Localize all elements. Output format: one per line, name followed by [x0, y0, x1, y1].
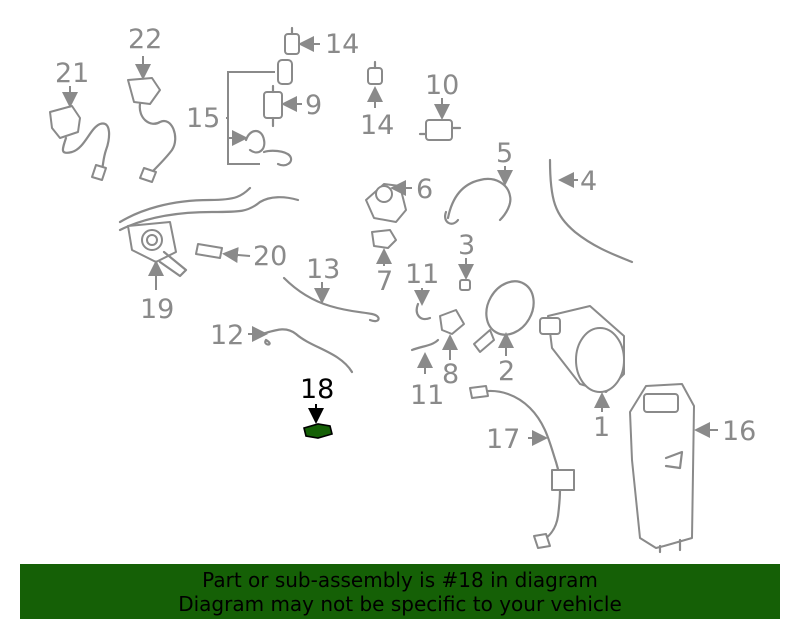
- callout-8: 8: [442, 359, 459, 390]
- part-2-gasket: [473, 280, 535, 356]
- callout-16: 16: [722, 416, 756, 447]
- callout-22: 22: [128, 24, 162, 55]
- callout-10: 10: [425, 70, 459, 101]
- part-12-tube: [248, 326, 354, 374]
- callout-14-lower: 14: [360, 110, 394, 141]
- part-13-hose: [282, 276, 380, 323]
- callout-7: 7: [376, 266, 393, 297]
- callout-19: 19: [140, 294, 174, 325]
- part-16-reservoir: [629, 383, 718, 554]
- callout-11-lower: 11: [410, 380, 444, 411]
- callout-4: 4: [580, 166, 597, 197]
- callout-labels: 22 21 14 14 15 9 10 5 4 6 3 20 7 13 11 1…: [55, 24, 756, 455]
- part-14-connector-lower: [367, 60, 383, 108]
- part-10-solenoid: [418, 98, 462, 141]
- part-18-highlighted[interactable]: [303, 404, 333, 439]
- part-9-valve: [263, 84, 302, 128]
- part-22-oxygen-sensor: [127, 56, 177, 183]
- callout-6: 6: [416, 174, 433, 205]
- part-14-connector-upper: [284, 26, 320, 55]
- part-20-sensor: [195, 243, 251, 263]
- callout-21: 21: [55, 58, 89, 89]
- part-19-pipe-assembly: [118, 186, 300, 290]
- callout-18-highlighted: 18: [300, 374, 334, 405]
- info-banner: Part or sub-assembly is #18 in diagram D…: [20, 564, 780, 619]
- callout-14-upper: 14: [325, 29, 359, 60]
- part-5-hose: [444, 166, 513, 225]
- callout-15: 15: [186, 103, 220, 134]
- part-21-oxygen-sensor: [49, 86, 111, 181]
- callout-2: 2: [498, 356, 515, 387]
- callout-13: 13: [306, 254, 340, 285]
- callout-9: 9: [305, 90, 322, 121]
- part-7-gasket: [371, 229, 397, 266]
- part-11-hose-lower: [410, 338, 440, 374]
- part-4-tube: [548, 158, 634, 264]
- part-11-hose-upper: [414, 288, 432, 321]
- callout-5: 5: [496, 138, 513, 169]
- callout-1: 1: [593, 412, 610, 443]
- banner-line-1: Part or sub-assembly is #18 in diagram: [202, 568, 598, 592]
- part-3-clamp: [458, 258, 474, 291]
- banner-line-2: Diagram may not be specific to your vehi…: [178, 592, 622, 616]
- callout-20: 20: [253, 241, 287, 272]
- callout-17: 17: [486, 424, 520, 455]
- part-6-valve: [365, 180, 412, 223]
- callout-12: 12: [210, 320, 244, 351]
- part-17-sensor-harness: [469, 385, 575, 549]
- callout-11-upper: 11: [405, 259, 439, 290]
- part-1-air-pump: [539, 305, 625, 412]
- part-8-valve: [439, 309, 465, 360]
- callout-3: 3: [458, 230, 475, 261]
- part-15-hoses: [226, 59, 293, 167]
